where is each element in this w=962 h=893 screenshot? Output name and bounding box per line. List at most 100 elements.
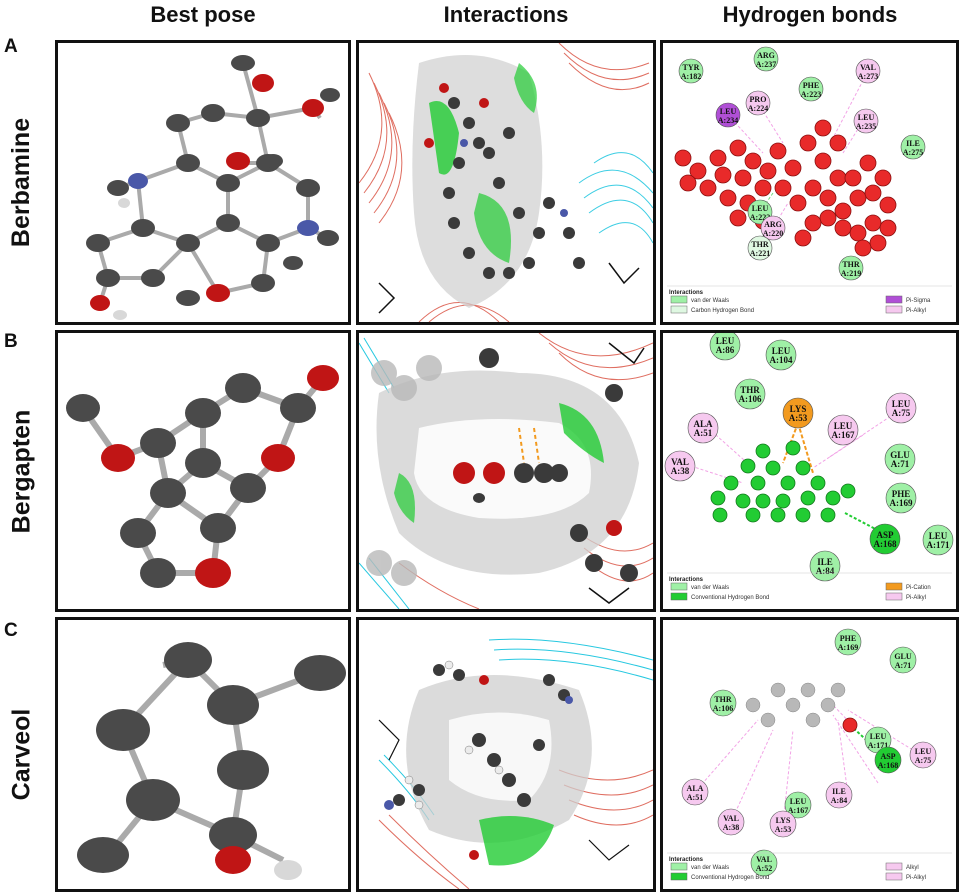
- residue-chain: A:167: [788, 806, 808, 815]
- legend-item: van der Waals: [670, 582, 729, 591]
- best-pose-panel-berbamine: [55, 40, 351, 325]
- best-pose-panel-carveol: [55, 617, 351, 892]
- residue-name: PHE: [803, 81, 819, 90]
- residue-name: LEU: [720, 107, 737, 116]
- residue-name: ALA: [693, 419, 713, 429]
- residue-name: LEU: [716, 336, 735, 346]
- residue-chain: A:237: [756, 60, 776, 69]
- residue-chain: A:84: [816, 566, 835, 576]
- residue-name: ILE: [832, 787, 846, 796]
- legend-item: Pi-Alkyl: [885, 305, 926, 314]
- residue-chain: A:106: [739, 394, 762, 404]
- legend-title: Interactions: [669, 290, 704, 296]
- svg-text:Pi-Alkyl: Pi-Alkyl: [906, 595, 926, 601]
- residue-chain: A:71: [895, 661, 911, 670]
- residue-chain: A:275: [903, 148, 923, 157]
- svg-text:Pi-Alkyl: Pi-Alkyl: [906, 875, 926, 881]
- residue-name: LEU: [892, 399, 911, 409]
- residue-name: LEU: [915, 747, 932, 756]
- residue-name: VAL: [671, 457, 689, 467]
- legend-item: Pi-Sigma: [885, 295, 931, 304]
- residue-name: LEU: [929, 531, 948, 541]
- residue-chain: A:169: [838, 643, 858, 652]
- residue-chain: A:104: [770, 355, 793, 365]
- residue-name: ALA: [687, 784, 704, 793]
- legend-item: Alkyl: [885, 862, 919, 871]
- residue-chain: A:38: [671, 466, 690, 476]
- residue-name: PHE: [840, 634, 856, 643]
- residue-chain: A:169: [890, 498, 913, 508]
- residue-name: THR: [751, 240, 769, 249]
- svg-text:Pi-Sigma: Pi-Sigma: [906, 298, 931, 304]
- residue-name: ASP: [876, 530, 894, 540]
- residue-chain: A:224: [748, 104, 768, 113]
- residue-chain: A:51: [694, 428, 713, 438]
- hbond-diagram-carveol: PHEA:169GLUA:71THRA:106LEUA:171LEUA:75AS…: [667, 628, 952, 881]
- residue-name: LYS: [776, 816, 791, 825]
- legend-title: Interactions: [669, 577, 704, 583]
- residue-chain: A:75: [892, 408, 911, 418]
- residue-chain: A:75: [915, 756, 931, 765]
- row-letter-c: C: [4, 620, 18, 641]
- residue-name: PRO: [750, 95, 767, 104]
- residue-name: LEU: [752, 204, 769, 213]
- legend-title: Interactions: [669, 857, 704, 863]
- residue-chain: A:86: [716, 345, 735, 355]
- column-header-best-pose: Best pose: [150, 2, 256, 27]
- svg-text:Conventional Hydrogen Bond: Conventional Hydrogen Bond: [691, 875, 769, 881]
- residue-chain: A:223: [801, 90, 821, 99]
- legend-item: van der Waals: [670, 862, 729, 871]
- residue-chain: A:38: [723, 823, 739, 832]
- residue-name: THR: [714, 695, 732, 704]
- residue-name: GLU: [894, 652, 912, 661]
- row-letter-a: A: [4, 36, 18, 57]
- residue-name: ILE: [817, 557, 833, 567]
- residue-name: THR: [740, 385, 760, 395]
- svg-text:Carbon Hydrogen Bond: Carbon Hydrogen Bond: [691, 308, 754, 314]
- residue-name: THR: [842, 260, 860, 269]
- best-pose-panel-bergapten: [55, 330, 351, 612]
- residue-chain: A:273: [858, 72, 878, 81]
- legend-item: Pi-Alkyl: [885, 592, 926, 601]
- residue-chain: A:52: [756, 864, 772, 873]
- residue-name: ARG: [757, 51, 775, 60]
- residue-chain: A:221: [750, 249, 770, 258]
- residue-chain: A:234: [718, 116, 738, 125]
- residue-chain: A:53: [775, 825, 791, 834]
- legend-item: van der Waals: [670, 295, 729, 304]
- residue-name: ASP: [880, 752, 895, 761]
- residue-chain: A:71: [891, 459, 910, 469]
- residue-name: LEU: [772, 346, 791, 356]
- legend-item: Pi-Cation: [885, 582, 931, 591]
- svg-text:Pi-Cation: Pi-Cation: [906, 585, 931, 591]
- row-name-bergapten: Bergapten: [7, 409, 36, 533]
- residue-chain: A:171: [868, 741, 888, 750]
- legend-item: Carbon Hydrogen Bond: [670, 305, 754, 314]
